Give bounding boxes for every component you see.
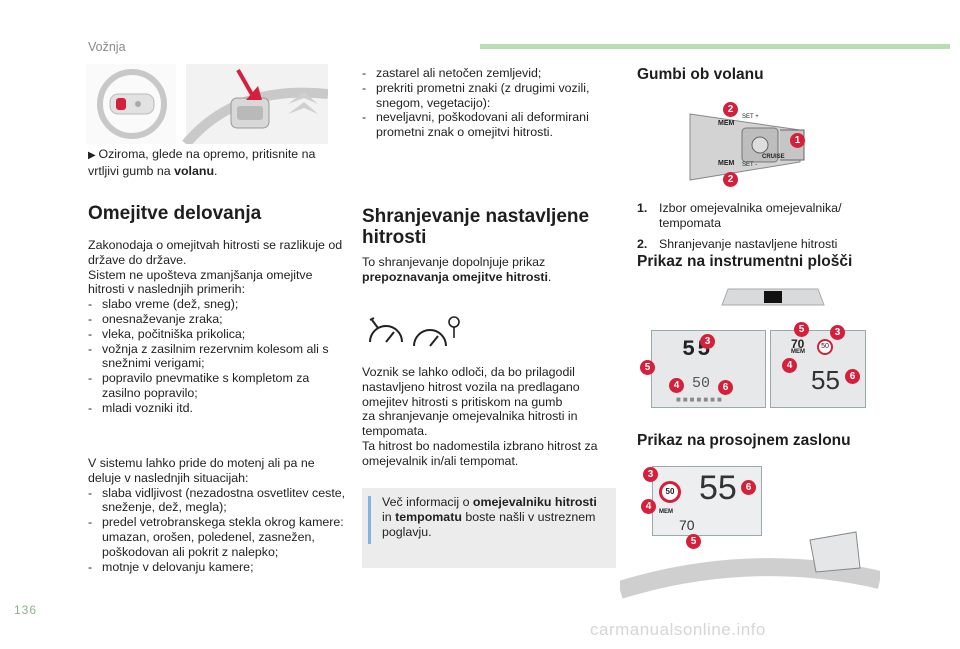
button-list: 1.Izbor omejevalnika omejevalnika/ tempo… — [637, 201, 867, 257]
hud-speed-readout: 55 — [699, 469, 737, 507]
instruction-bullet: ▶ Oziroma, glede na opremo, pritisnite n… — [88, 147, 316, 178]
callout-badge: 3 — [700, 334, 715, 349]
list-item: vožnja z zasilnim rezervnim kolesom ali … — [88, 342, 343, 372]
callout-badge: 5 — [794, 322, 809, 337]
heading-cluster: Prikaz na instrumentni plošči — [637, 253, 853, 270]
hud-display: 50 55 MEM 70 — [652, 466, 762, 536]
hud-speed-sign-icon: 50 — [659, 481, 681, 503]
speed-sign-icon: 50 — [817, 339, 833, 355]
right-speed-readout: 55 — [811, 365, 840, 395]
callout-badge: 1 — [790, 133, 805, 148]
callout-badge: 3 — [830, 325, 845, 340]
section-color-bar — [480, 44, 950, 49]
callout-badge: 6 — [718, 380, 733, 395]
heading-hud: Prikaz na prosojnem zaslonu — [637, 432, 851, 449]
instrument-cluster-icon — [721, 288, 825, 306]
callout-badge: 6 — [845, 369, 860, 384]
list-item: motnje v delovanju kamere; — [88, 560, 350, 575]
store-intro: To shranjevanje dopolnjuje prikaz prepoz… — [362, 255, 552, 284]
info-icon — [368, 496, 371, 544]
callout-badge: 5 — [686, 534, 701, 549]
stalk-mem-label: MEM — [718, 120, 735, 127]
store-body: Voznik se lahko odloči, da bo prilagodil… — [362, 365, 598, 468]
stalk-mem-label-2: MEM — [718, 160, 735, 167]
list-item: vleka, počitniška prikolica; — [88, 327, 343, 342]
watermark: carmanualsonline.info — [590, 620, 766, 639]
para-legislation: Zakonodaja o omejitvah hitrosti se razli… — [88, 238, 343, 267]
para-malfunction: V sistemu lahko pride do motenj ali pa n… — [88, 456, 315, 485]
situations-list: slaba vidljivost (nezadostna osvetlitev … — [88, 486, 350, 575]
list-item: slabo vreme (dež, sneg); — [88, 297, 343, 312]
cluster-dots: ■■■■■■■ — [676, 395, 724, 404]
callout-badge: 6 — [741, 480, 756, 495]
callout-badge: 3 — [643, 467, 658, 482]
callout-badge: 2 — [723, 172, 738, 187]
heading-limitations: Omejitve delovanja — [88, 203, 262, 224]
list-item: slaba vidljivost (nezadostna osvetlitev … — [88, 486, 350, 516]
list-item: predel vetrobranskega stekla okrog kamer… — [88, 515, 350, 559]
callout-badge: 4 — [641, 499, 656, 514]
stalk-set-plus-label: SET + — [742, 114, 759, 120]
conditions-list: slabo vreme (dež, sneg); onesnaževanje z… — [88, 297, 343, 415]
speed-adjust-icon — [369, 316, 460, 347]
list-item: mladi vozniki itd. — [88, 401, 343, 416]
callout-badge: 5 — [640, 360, 655, 375]
info-box: Več informacij o omejevalniku hitrosti i… — [362, 488, 616, 568]
left-small-readout: 50 — [692, 375, 711, 392]
situations-continued: zastarel ali netočen zemljevid; prekriti… — [362, 66, 612, 140]
list-item: 1.Izbor omejevalnika omejevalnika/ tempo… — [637, 201, 842, 230]
page-number: 136 — [14, 603, 38, 617]
heading-buttons: Gumbi ob volanu — [637, 66, 764, 83]
hud-mem-label: MEM — [659, 509, 673, 515]
callout-badge: 4 — [669, 378, 684, 393]
steering-wheel-illustration — [86, 64, 328, 144]
heading-store-speed: Shranjevanje nastavljene hitrosti — [362, 206, 590, 248]
list-item: zastarel ali netočen zemljevid; — [362, 66, 612, 81]
limitations-text: Zakonodaja o omejitvah hitrosti se razli… — [88, 238, 343, 416]
callout-badge: 2 — [723, 102, 738, 117]
list-item: neveljavni, poškodovani ali deformirani … — [362, 110, 612, 140]
callout-badge: 4 — [782, 358, 797, 373]
section-label: Vožnja — [88, 40, 126, 54]
right-set-speed: 70 — [791, 337, 805, 351]
bullet-arrow-icon: ▶ — [88, 150, 99, 161]
list-item: 2.Shranjevanje nastavljene hitrosti — [637, 236, 838, 251]
malfunction-text: V sistemu lahko pride do motenj ali pa n… — [88, 456, 350, 574]
stalk-cruise-label: CRUISE — [762, 154, 785, 160]
hud-dashboard-illustration — [620, 531, 880, 599]
stalk-set-minus-label: SET - — [742, 162, 758, 168]
hud-set-speed: 70 — [679, 517, 695, 533]
right-mem-label: MEM — [791, 349, 805, 355]
list-item: onesnaževanje zraka; — [88, 312, 343, 327]
list-item: prekriti prometni znaki (z drugimi vozil… — [362, 81, 612, 111]
para-not-considered: Sistem ne upošteva zmanjšanja omejitve h… — [88, 267, 313, 297]
list-item: popravilo pnevmatike s kompletom za zasi… — [88, 371, 343, 401]
